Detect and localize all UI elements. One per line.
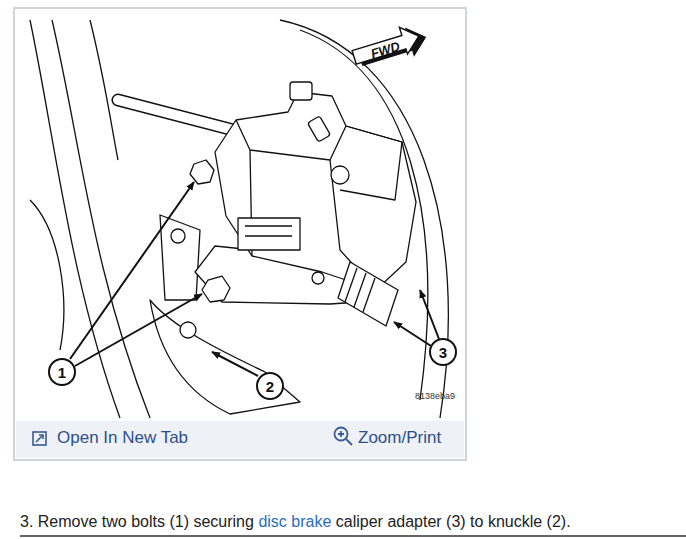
callout-circle: 2 [256,372,284,400]
bolt [312,272,324,284]
label-holder: 8138eba9 [415,391,455,401]
pad-line [245,226,292,236]
figure-id: 8138eba9 [415,391,455,401]
leader-line [75,294,202,366]
rule-line [20,535,686,537]
hub-line [30,200,64,350]
leader-line [212,352,258,376]
leader-lines [70,182,439,376]
brake-assembly [30,20,448,418]
adapter-bolt [202,276,230,302]
guide-pin-boot [338,262,398,326]
callout-number: 1 [58,365,66,380]
boot-rib [345,268,375,312]
hub-line [30,20,120,418]
bolt [180,322,196,338]
leader-line [420,290,439,339]
brake-pad [238,218,300,250]
image-frame [14,8,466,460]
label-holder: Zoom/Print [358,428,441,448]
callout-circle: 1 [48,358,76,386]
forward-arrow: FWD [350,21,431,75]
open-tab-icon [33,432,46,445]
caliper-edge [340,126,402,200]
label-holder: Open In New Tab [57,428,188,448]
zoom-icon [335,428,353,446]
instruction-text: 3. Remove two bolts (1) securing [20,513,254,531]
caliper-edge [236,120,346,160]
callout-number: 3 [439,345,447,360]
hub-line [90,20,118,160]
banjo-bolt [290,82,312,100]
instruction-line: 3. Remove two bolts (1) securingdisc bra… [20,513,575,531]
toolbar-band [16,421,464,458]
adapter-bolt [190,160,214,184]
direction-label: FWD [369,39,401,60]
bleeder-screw [331,166,349,184]
arrow-face [350,23,423,70]
knuckle [160,215,200,300]
toolbar-link: Zoom/Print [358,428,441,447]
fitting [307,116,330,142]
leader-line [70,182,194,359]
knuckle [150,300,300,414]
icon-handle [338,431,352,445]
callout-circle: 3 [429,338,457,366]
caliper-body [215,92,416,290]
leader-line [394,322,431,346]
toolbar-link: Open In New Tab [57,428,188,447]
instruction-link: disc brake [258,513,331,531]
instruction-text: caliper adapter (3) to knuckle (2). [336,513,571,531]
callout-number: 2 [266,379,274,394]
icon-frame [33,432,46,445]
bolt [171,229,185,243]
icon-arrow [36,435,43,442]
